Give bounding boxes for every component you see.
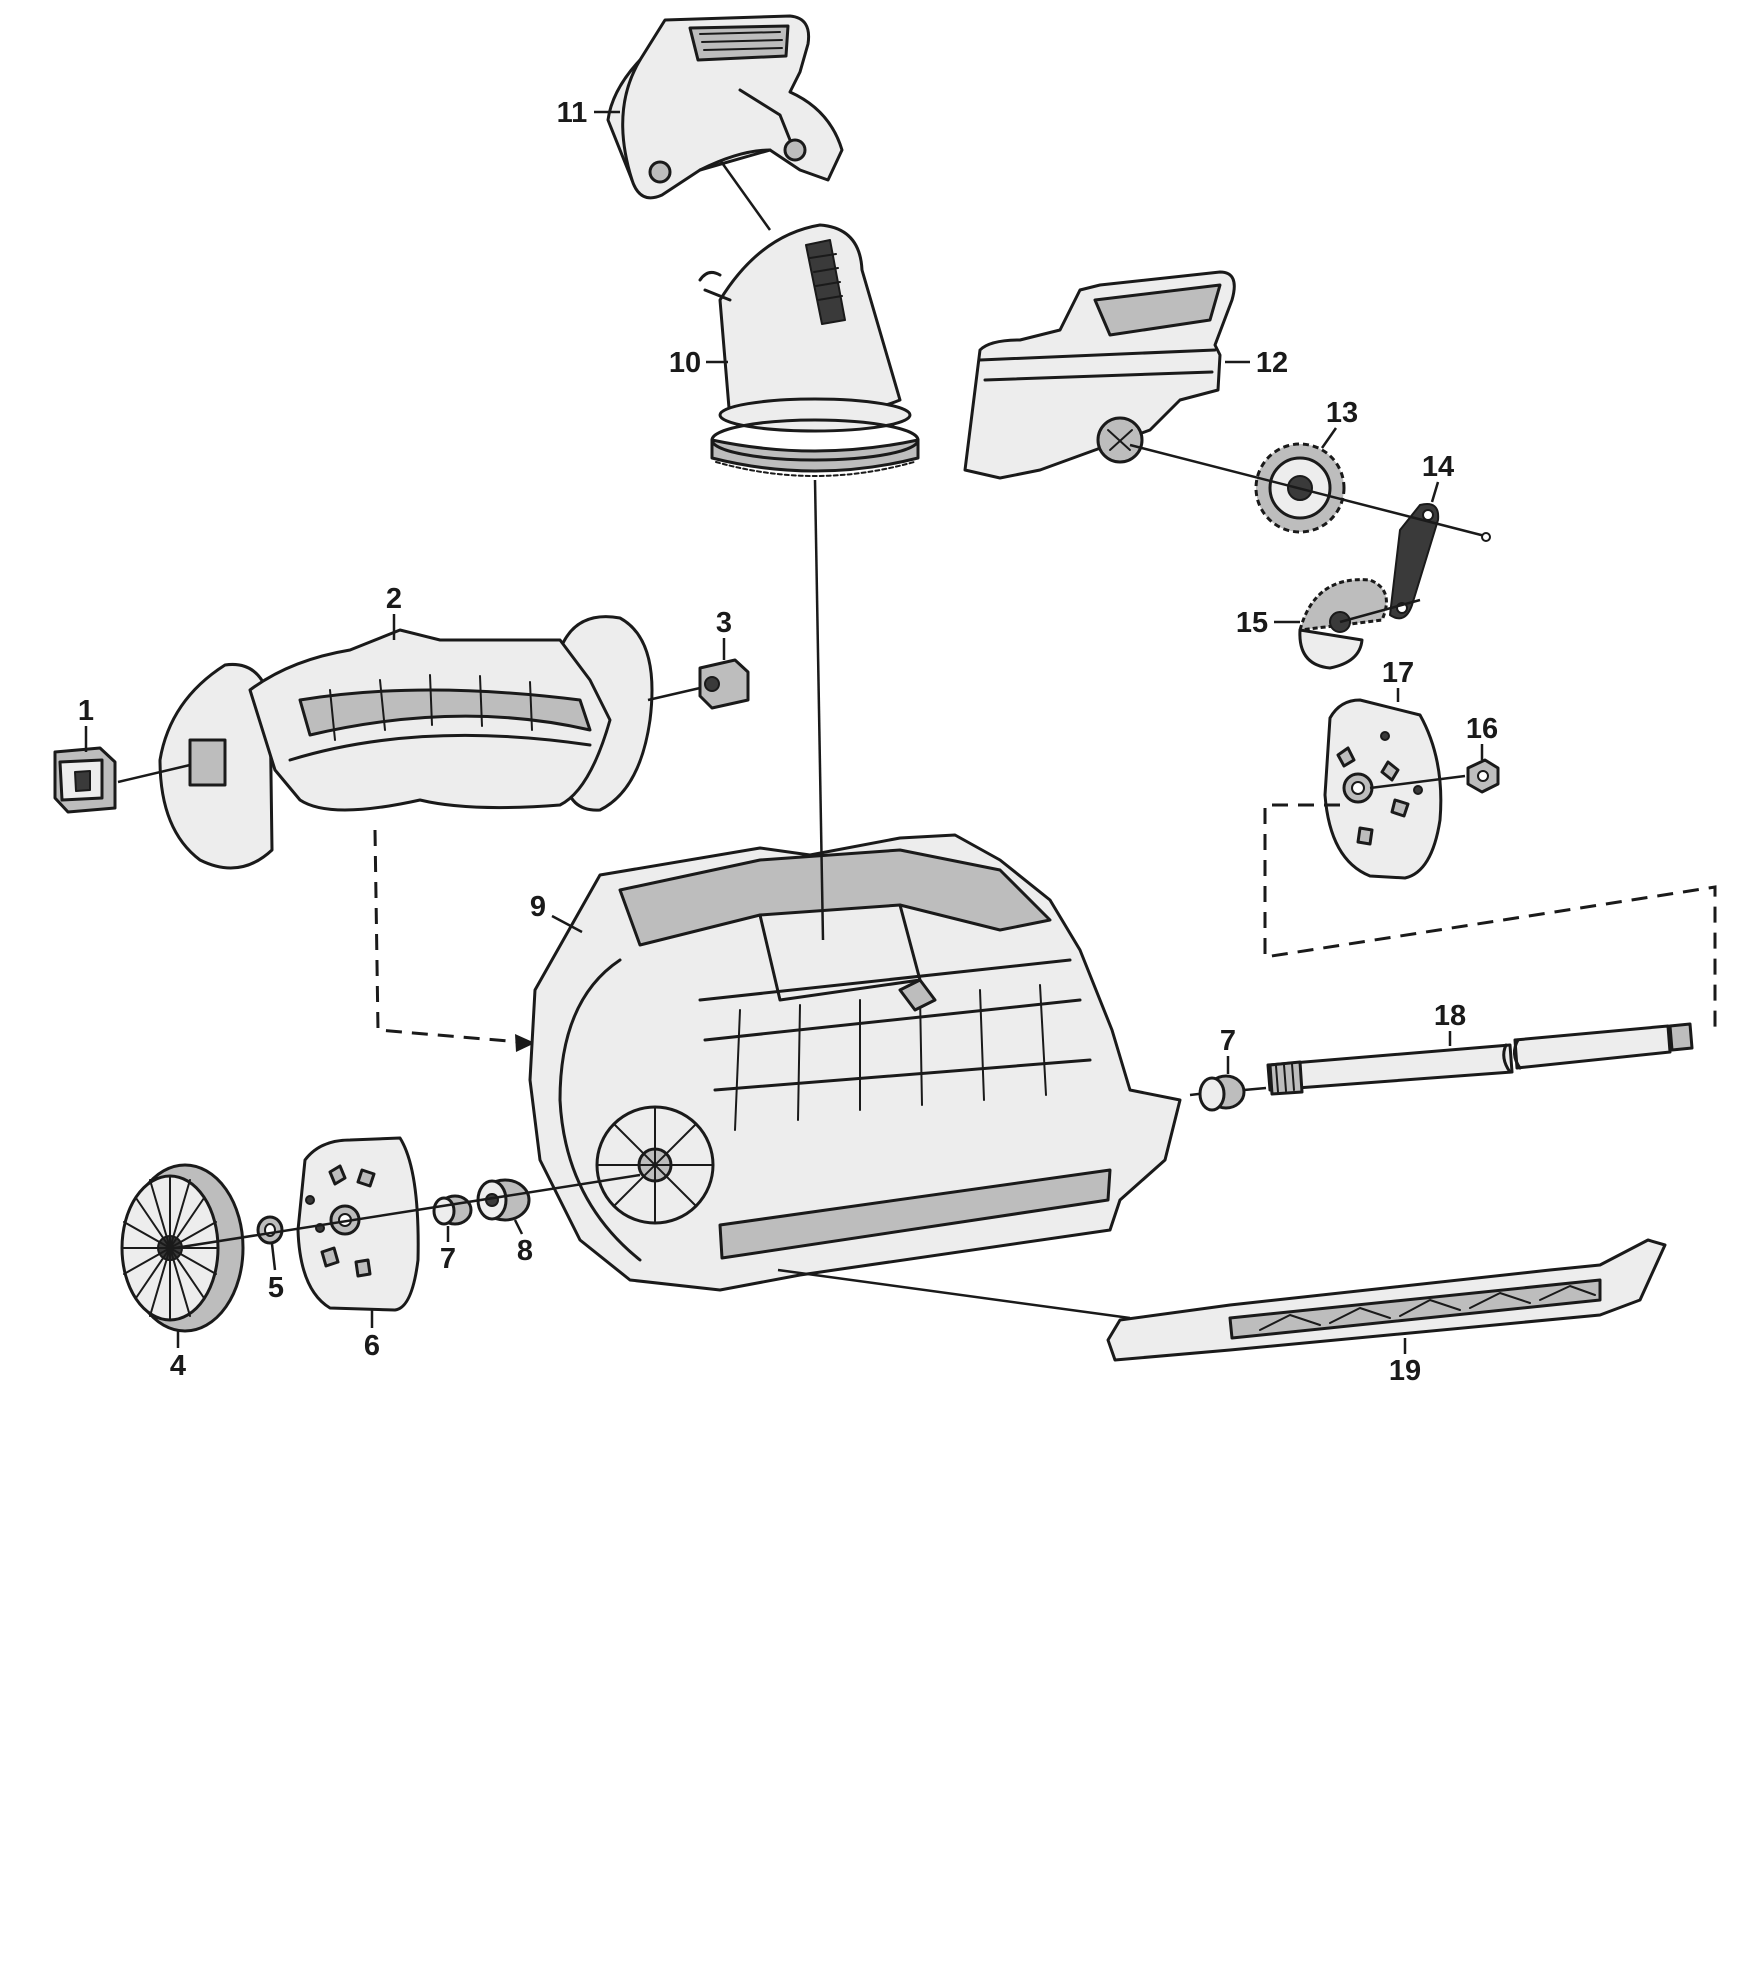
part-11-chute-deflector [606,14,844,200]
part-label-7a: 7 [440,1243,456,1275]
part-14-lever-arm [1389,503,1440,620]
part-label-9: 9 [530,891,546,923]
part-12-handle-housing [963,270,1236,480]
part-9-main-housing [528,833,1182,1292]
part-7-bushing-right [1198,1074,1267,1112]
part-label-7b: 7 [1220,1025,1236,1057]
part-label-17: 17 [1382,657,1414,689]
part-label-16: 16 [1466,713,1498,745]
part-labels: 1 2 3 4 5 6 7 8 7 9 10 11 12 13 14 15 16 [78,97,1498,1387]
part-label-12: 12 [1256,347,1288,379]
part-label-11: 11 [557,97,588,129]
part-label-3: 3 [716,607,732,639]
part-label-1: 1 [78,695,94,727]
part-label-18: 18 [1434,1000,1466,1032]
part-label-2: 2 [386,583,402,615]
part-2-auger [158,615,654,870]
part-label-19: 19 [1389,1355,1421,1387]
part-label-10: 10 [669,347,701,379]
part-10-discharge-chute [698,159,920,477]
part-8-flanged-bushing [476,1178,531,1222]
part-16-nut [1369,758,1500,794]
part-label-15: 15 [1236,607,1268,639]
part-label-8: 8 [517,1235,533,1267]
part-label-13: 13 [1326,397,1358,429]
part-3-bushing [647,658,750,710]
part-17-side-plate [1323,698,1443,880]
part-4-wheel [120,1163,245,1333]
part-15-gear-quadrant [1298,578,1388,670]
part-label-5: 5 [268,1272,284,1304]
part-label-4: 4 [170,1350,186,1382]
part-7-bushing-left [432,1194,473,1226]
part-18-drive-shaft [1189,1022,1694,1097]
part-1-bushing [53,746,191,814]
part-label-14: 14 [1422,451,1454,483]
part-19-scraper-bar [777,1238,1667,1362]
part-5-washer [256,1215,284,1245]
part-6-side-plate [296,1136,420,1312]
part-label-6: 6 [364,1330,380,1362]
